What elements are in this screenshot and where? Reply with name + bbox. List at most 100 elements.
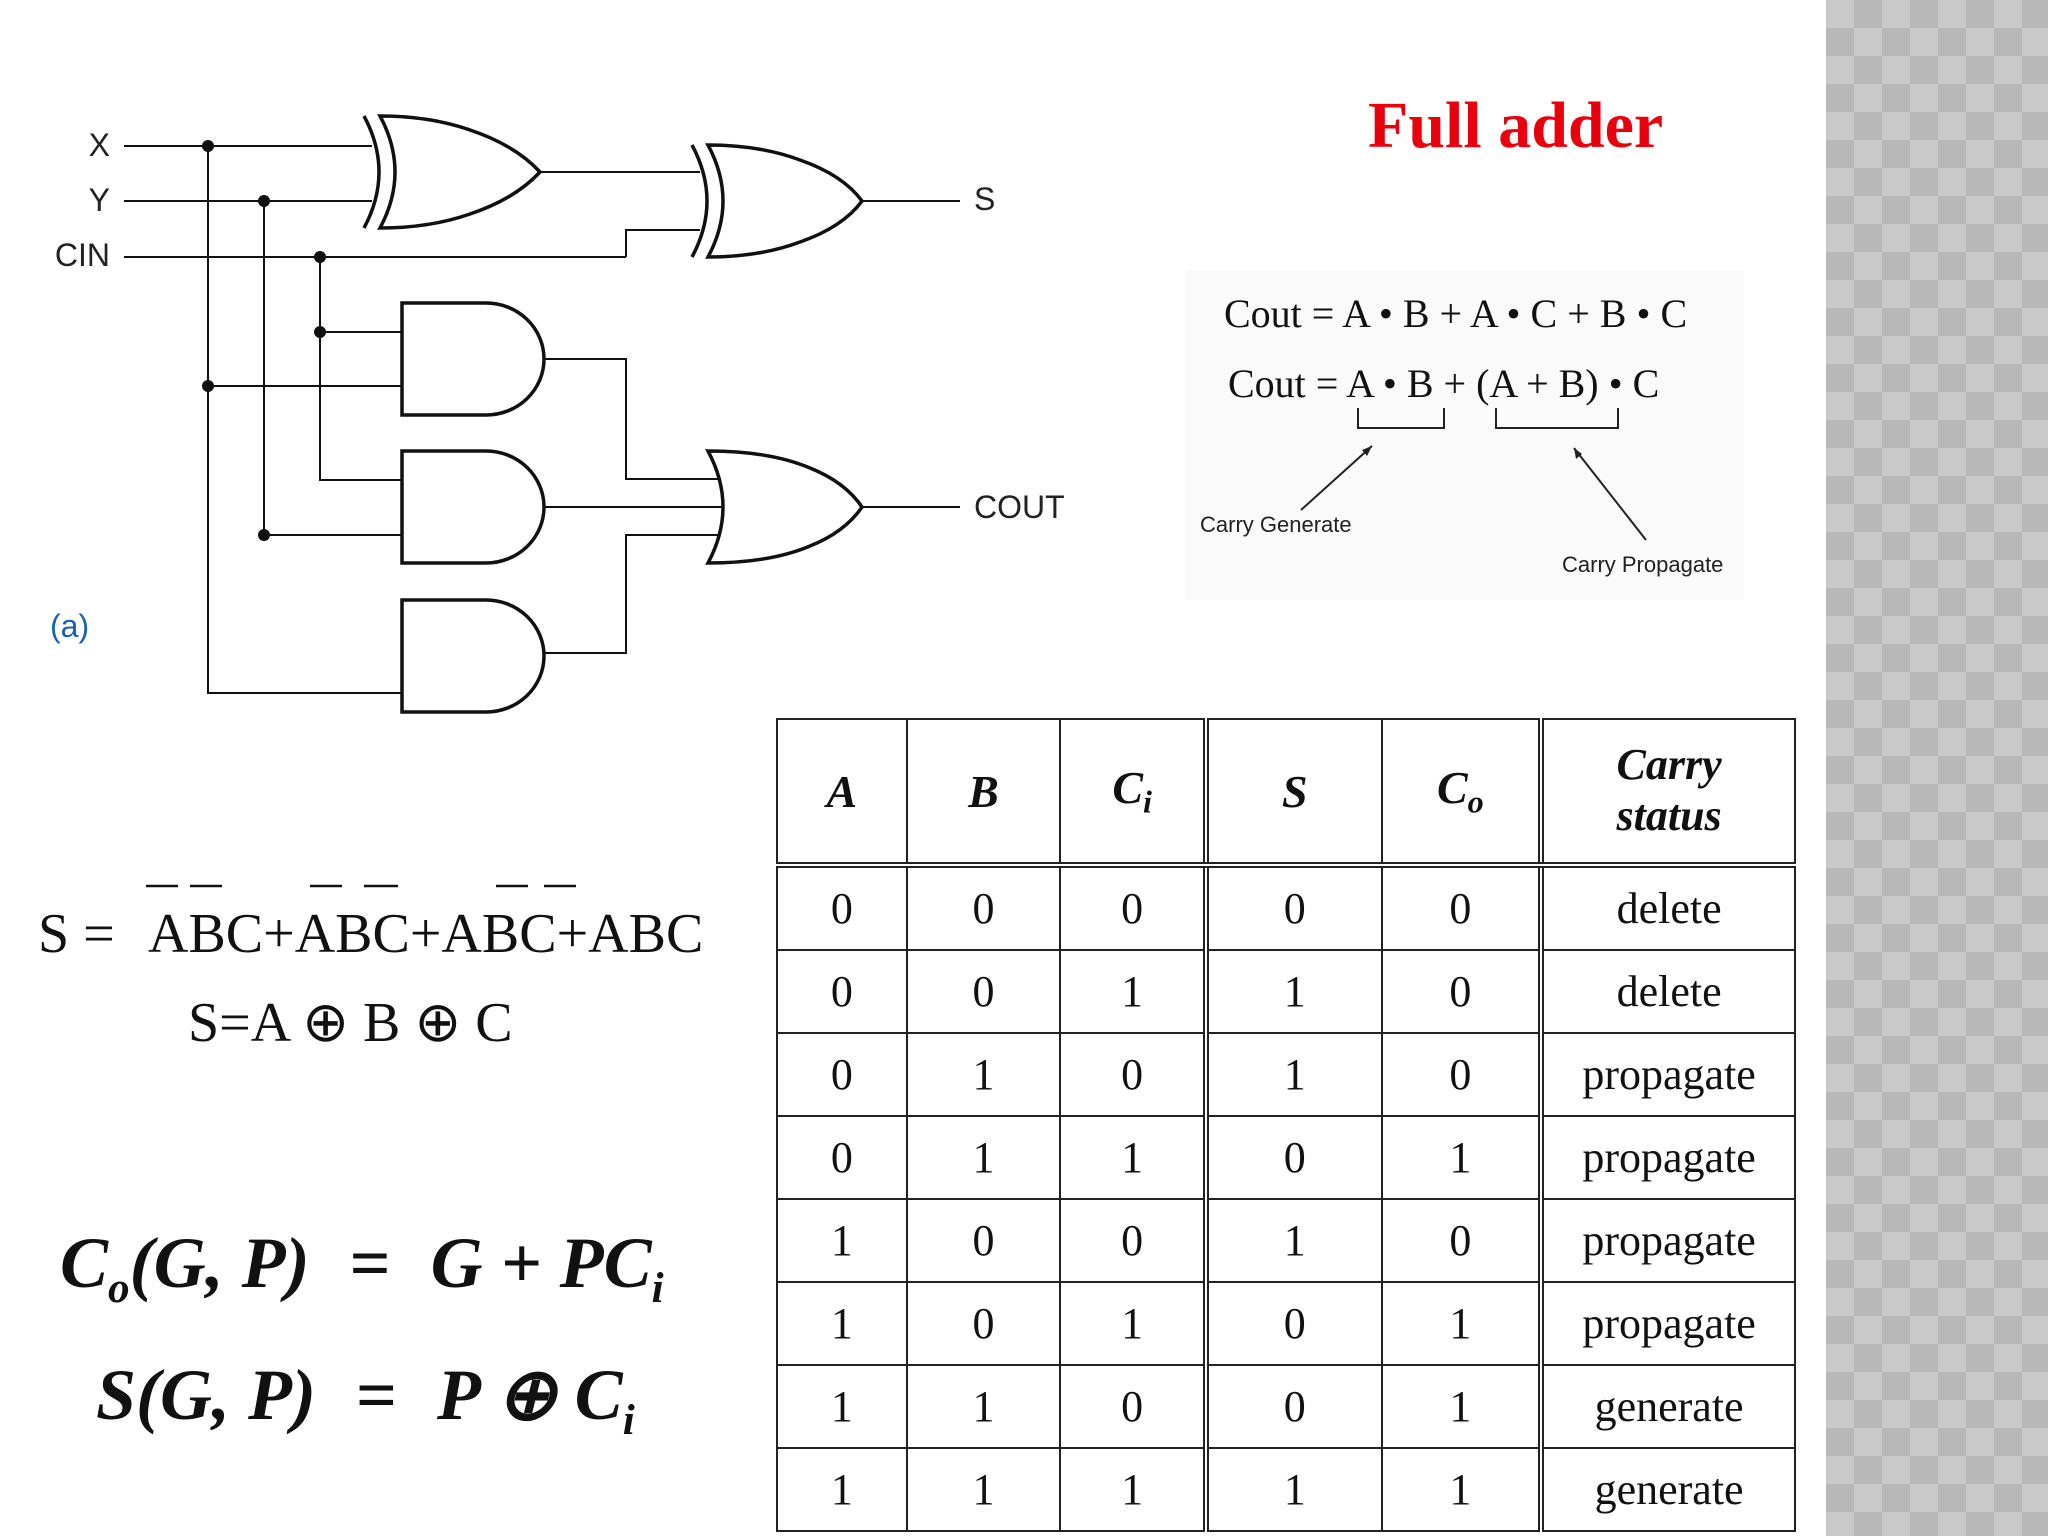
- s-eq-sign: =: [355, 1355, 398, 1435]
- carry-generate-note: Carry Generate: [1200, 512, 1352, 537]
- table-cell: 1: [1380, 1115, 1543, 1200]
- input-label-x: X: [89, 127, 110, 163]
- table-cell: 1: [1380, 1281, 1543, 1366]
- table-cell: 0: [1380, 1198, 1543, 1283]
- wire-cin-xor2: [625, 229, 700, 257]
- input-label-cin: CIN: [55, 237, 110, 273]
- cout-equations-panel: Cout = A • B + A • C + B • C Cout = A • …: [1186, 270, 1744, 600]
- cout-annotation-arrows: [1300, 408, 1647, 541]
- table-cell: 1: [1202, 1198, 1383, 1283]
- xor-gate-1: [377, 114, 543, 230]
- junction-x: [202, 140, 214, 152]
- table-cell: 1: [1380, 1447, 1543, 1532]
- table-cell: 1: [1380, 1364, 1543, 1449]
- table-cell: 0: [905, 1281, 1062, 1366]
- figure-caption: (a): [50, 608, 89, 644]
- sum-xor-form: S=A ⊕ B ⊕ C: [188, 992, 513, 1054]
- output-label-cout: COUT: [974, 489, 1065, 525]
- table-cell: generate: [1538, 1364, 1796, 1449]
- header-b: B: [905, 718, 1062, 868]
- table-cell: 1: [905, 1115, 1062, 1200]
- table-cell: 0: [1380, 864, 1543, 951]
- cout-equation-1: Cout = A • B + A • C + B • C: [1224, 291, 1688, 336]
- table-cell: 0: [1202, 1281, 1383, 1366]
- junction-y-2: [258, 529, 270, 541]
- junction-y: [258, 195, 270, 207]
- co-lhs: C: [60, 1223, 109, 1303]
- carry-out-gp-equation: Co(G, P) = G + PCi: [60, 1222, 664, 1313]
- co-rhs-sub: i: [651, 1265, 664, 1313]
- co-lhs-sub: o: [108, 1265, 130, 1313]
- table-cell: delete: [1538, 949, 1796, 1034]
- table-cell: 0: [776, 864, 908, 951]
- table-cell: 1: [1202, 1447, 1383, 1532]
- table-cell: 1: [1202, 1032, 1383, 1117]
- or-gate: [705, 449, 865, 565]
- sum-gp-equation: S(G, P) = P ⊕ Ci: [96, 1352, 635, 1445]
- table-cell: 0: [1202, 1115, 1383, 1200]
- xor-gate-1-input-arc: [362, 115, 381, 229]
- and-gate-1: [400, 301, 546, 417]
- wire-cin-tap1: [319, 257, 402, 333]
- header-a: A: [776, 718, 908, 868]
- table-cell: 1: [776, 1447, 908, 1532]
- and-gate-2: [400, 449, 546, 565]
- s-lhs: S(G, P): [96, 1355, 316, 1435]
- table-cell: 1: [905, 1032, 1062, 1117]
- header-ci: Ci: [1059, 718, 1207, 868]
- table-cell: 0: [1059, 864, 1207, 951]
- junction-cin: [314, 251, 326, 263]
- s-rhs-sub: i: [622, 1397, 635, 1445]
- sum-expanded-prefix: S =: [38, 903, 115, 965]
- table-cell: 1: [1059, 1115, 1207, 1200]
- table-cell: 1: [1059, 949, 1207, 1034]
- header-s: S: [1202, 718, 1383, 868]
- table-cell: 0: [1059, 1364, 1207, 1449]
- and-gate-3: [400, 598, 546, 714]
- carry-propagate-note: Carry Propagate: [1562, 552, 1724, 577]
- decorative-side-pattern: [1826, 0, 2048, 1536]
- table-cell: 0: [1380, 949, 1543, 1034]
- table-cell: 1: [776, 1364, 908, 1449]
- table-cell: 0: [776, 1032, 908, 1117]
- table-cell: 0: [776, 949, 908, 1034]
- table-cell: 1: [905, 1364, 1062, 1449]
- input-label-y: Y: [89, 182, 110, 218]
- sum-expanded-terms: ABC+ABC+ABC+ABC: [148, 903, 704, 965]
- co-lhs-args: (G, P): [129, 1223, 310, 1303]
- table-cell: generate: [1538, 1447, 1796, 1532]
- table-cell: propagate: [1538, 1115, 1796, 1200]
- xor-gate-2-input-arc: [690, 144, 709, 258]
- table-cell: 1: [1059, 1281, 1207, 1366]
- table-cell: 1: [776, 1281, 908, 1366]
- junction-x-2: [202, 380, 214, 392]
- table-cell: 0: [905, 864, 1062, 951]
- s-rhs: P ⊕ C: [437, 1355, 623, 1435]
- co-eq-sign: =: [349, 1223, 391, 1303]
- table-cell: propagate: [1538, 1198, 1796, 1283]
- table-cell: delete: [1538, 864, 1796, 951]
- wire-cin-tap2: [319, 332, 402, 481]
- full-adder-circuit: X Y CIN S COUT (a): [50, 114, 1065, 714]
- sum-complement-bars: [146, 884, 576, 888]
- table-cell: 1: [776, 1198, 908, 1283]
- table-cell: 1: [1202, 949, 1383, 1034]
- header-co: Co: [1380, 718, 1543, 868]
- cout-equation-2: Cout = A • B + (A + B) • C: [1228, 361, 1660, 406]
- junction-cin-2: [314, 326, 326, 338]
- table-cell: propagate: [1538, 1032, 1796, 1117]
- table-cell: 0: [776, 1115, 908, 1200]
- xor-gate-2: [705, 143, 865, 259]
- wire-and3-out: [544, 534, 720, 654]
- table-cell: 0: [1202, 864, 1383, 951]
